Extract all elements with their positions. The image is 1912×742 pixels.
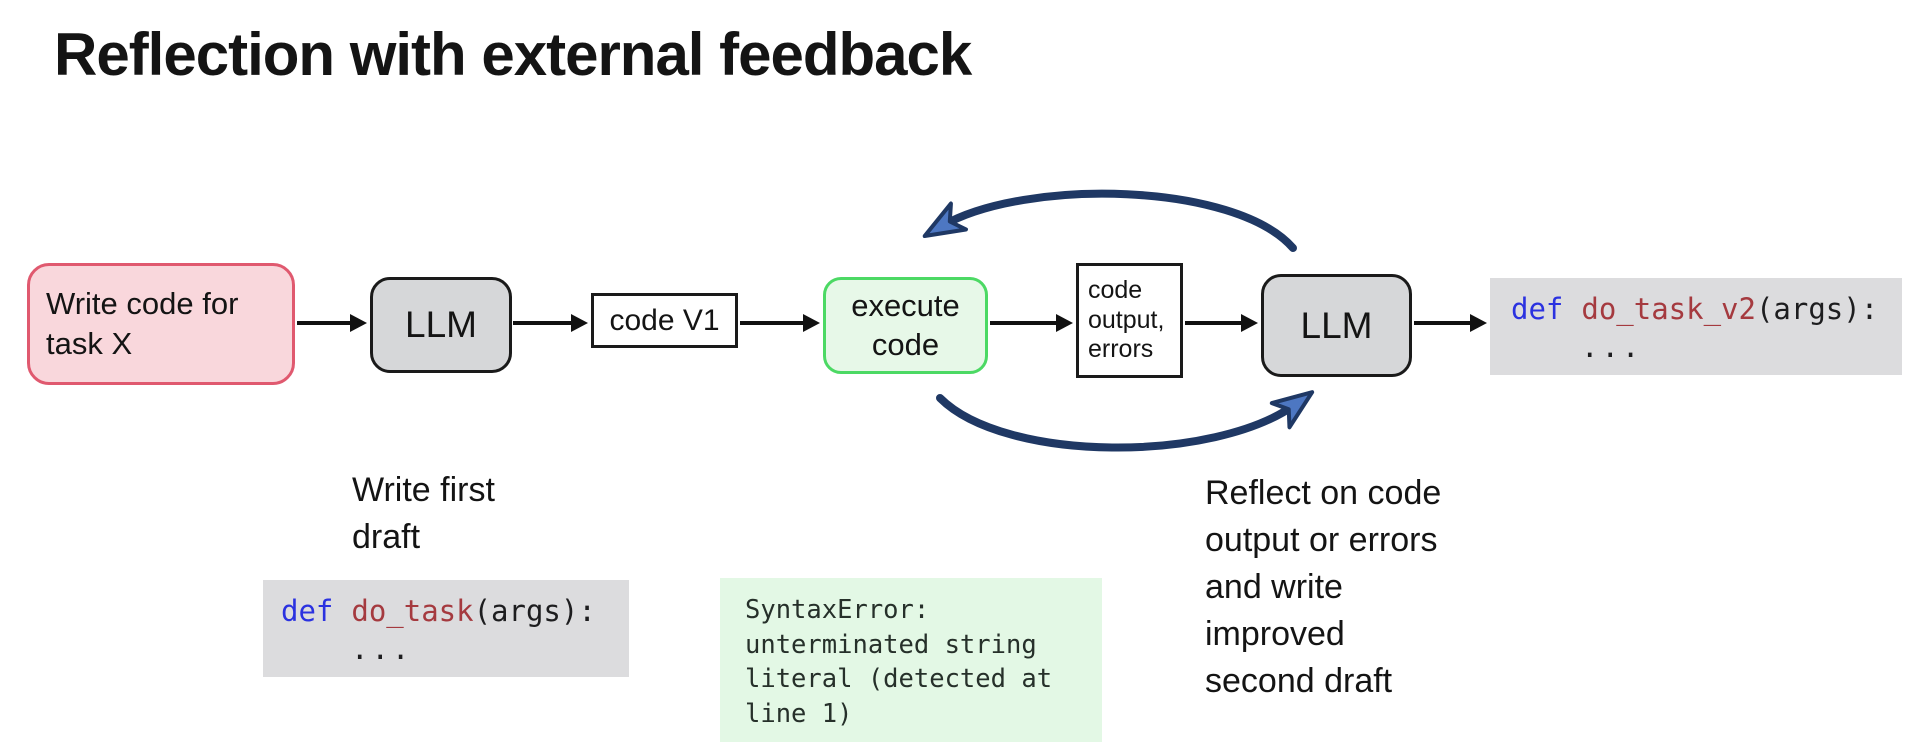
arrow-codev1-to-execute (740, 314, 820, 332)
arrowhead-icon (803, 314, 820, 332)
arrow-output-to-llm2 (1185, 314, 1258, 332)
loop-arrow-top (922, 189, 1297, 252)
arrow-execute-to-output (990, 314, 1073, 332)
arrowhead-icon (1241, 314, 1258, 332)
syntax-error-block: SyntaxError: unterminated string literal… (720, 578, 1102, 742)
arrowhead-icon (571, 314, 588, 332)
llm-first-box: LLM (370, 277, 512, 373)
args-token: (args): (1755, 292, 1879, 326)
task-prompt-box: Write code for task X (27, 263, 295, 385)
execute-code-box: execute code (823, 277, 988, 374)
function-name-token: do_task (351, 594, 474, 628)
arrowhead-icon (350, 314, 367, 332)
arrow-task-to-llm1 (297, 314, 367, 332)
code-body-line: ... (351, 631, 413, 666)
code-draft1-block: def do_task(args): ... (263, 580, 629, 677)
arrow-llm1-to-codev1 (513, 314, 588, 332)
code-line: def do_task_v2(args): (1511, 291, 1902, 329)
arrow-llm2-to-codev2 (1414, 314, 1487, 332)
arrowhead-icon (1056, 314, 1073, 332)
code-body-line: ... (1581, 329, 1643, 364)
keyword-token: def (1511, 292, 1564, 326)
function-name-token: do_task_v2 (1581, 292, 1756, 326)
code-v1-box: code V1 (591, 293, 738, 348)
args-token: (args): (473, 594, 596, 628)
page-title: Reflection with external feedback (54, 21, 972, 88)
code-line: def do_task(args): (281, 593, 629, 631)
reflect-annotation: Reflect on code output or errors and wri… (1205, 474, 1442, 700)
code-draft2-block: def do_task_v2(args): ... (1490, 278, 1902, 375)
code-output-errors-box: code output, errors (1076, 263, 1183, 378)
first-draft-annotation: Write first draft (352, 471, 495, 556)
keyword-token: def (281, 594, 334, 628)
loop-arrow-bottom (936, 390, 1315, 452)
arrowhead-icon (1470, 314, 1487, 332)
llm-second-box: LLM (1261, 274, 1412, 377)
